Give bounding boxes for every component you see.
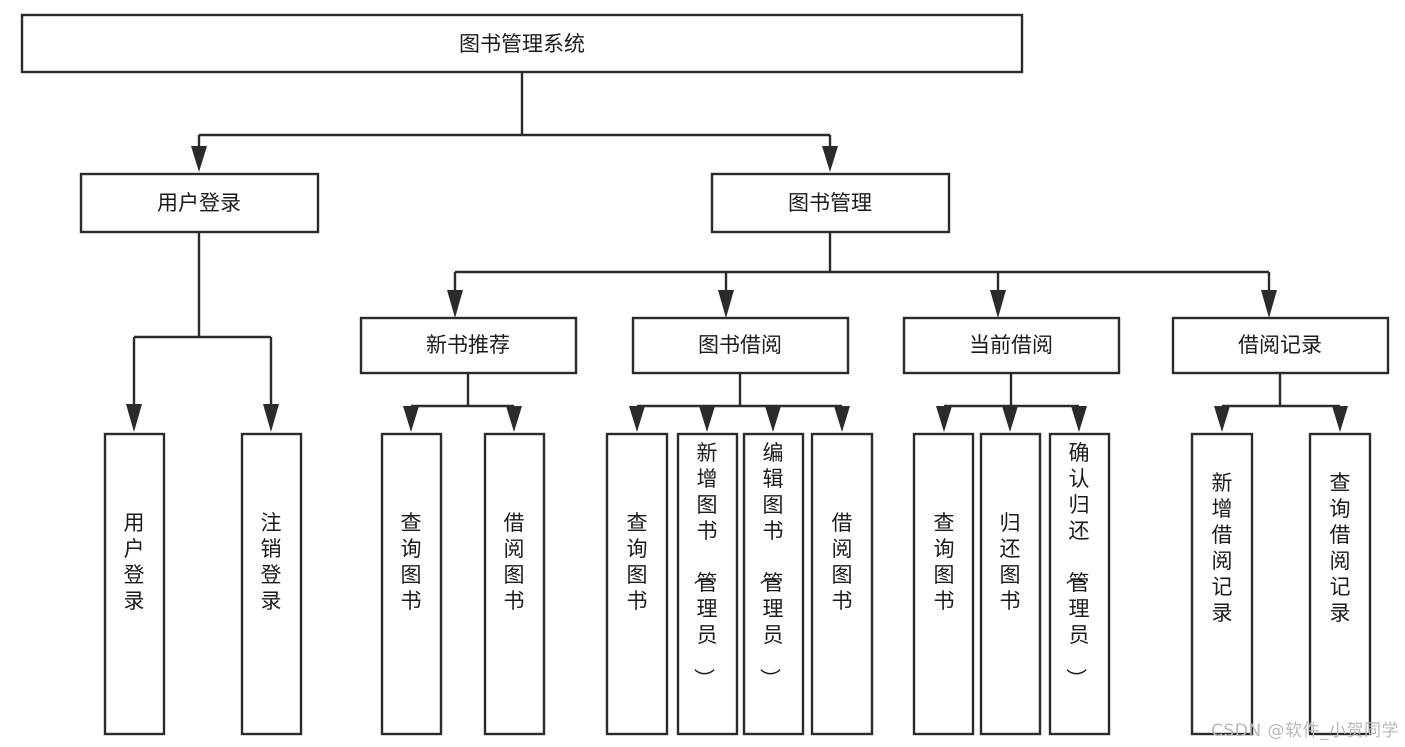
node-leaf-nb-query-label: 查询图书 (401, 511, 422, 613)
node-root-label: 图书管理系统 (459, 32, 585, 56)
node-leaf-user-login[interactable]: 用户登录 (103, 432, 166, 736)
arrow-head-leaf-bw-edit (765, 406, 781, 432)
node-leaf-bw-add[interactable]: 新增图书（管理员） (676, 432, 739, 736)
connector-group-records-to-leaves (1214, 373, 1348, 432)
node-borrow-label: 图书借阅 (698, 333, 782, 357)
arrow-head-leaf-bw-query (629, 406, 645, 432)
node-borrow-box[interactable] (631, 316, 850, 375)
node-records-label: 借阅记录 (1238, 333, 1322, 357)
node-login[interactable]: 用户登录 (79, 172, 320, 234)
node-records-box[interactable] (1171, 316, 1390, 375)
arrow-head-leaf-bw-borrow (834, 406, 850, 432)
node-leaf-cu-confirm[interactable]: 确认归还（管理员） (1048, 432, 1111, 736)
connector-group-current-to-leaves (936, 373, 1087, 432)
arrow-head-leaf-bw-add (699, 406, 715, 432)
node-bookmgmt[interactable]: 图书管理 (710, 172, 951, 234)
node-leaf-rc-query-box[interactable] (1308, 432, 1372, 736)
arrow-head-records (1261, 290, 1277, 318)
node-borrow[interactable]: 图书借阅 (631, 316, 850, 375)
node-leaf-bw-query-label: 查询图书 (627, 511, 648, 613)
node-leaf-cu-query-label: 查询图书 (934, 511, 955, 613)
node-leaf-user-logout-label: 注销登录 (261, 511, 282, 613)
node-root[interactable]: 图书管理系统 (20, 13, 1024, 74)
node-bookmgmt-box[interactable] (710, 172, 951, 234)
node-leaf-nb-query[interactable]: 查询图书 (380, 432, 443, 736)
node-leaf-nb-query-box[interactable] (380, 432, 443, 736)
node-leaf-bw-edit[interactable]: 编辑图书（管理员） (742, 432, 805, 736)
node-bookmgmt-label: 图书管理 (788, 191, 872, 215)
arrow-head-current (990, 290, 1006, 318)
connector-group-root-to-level2 (191, 72, 838, 172)
node-leaf-user-login-box[interactable] (103, 432, 166, 736)
arrow-head-login (191, 146, 207, 172)
node-current-label: 当前借阅 (969, 333, 1053, 357)
node-leaf-rc-query[interactable]: 查询借阅记录 (1308, 432, 1372, 736)
node-leaf-bw-edit-box[interactable] (742, 432, 805, 736)
node-leaf-bw-borrow-label: 借阅图书 (832, 511, 853, 613)
node-leaf-bw-edit-label: 编辑图书（管理员） (758, 441, 784, 689)
node-leaf-nb-borrow-label: 借阅图书 (504, 511, 525, 613)
arrow-head-leaf-rc-query (1332, 406, 1348, 432)
node-leaf-cu-confirm-label: 确认归还（管理员） (1064, 441, 1090, 689)
node-leaf-rc-add-label: 新增借阅记录 (1212, 471, 1233, 625)
node-leaf-cu-query-box[interactable] (912, 432, 975, 736)
connector-group-login-to-leaves (126, 232, 279, 432)
node-leaf-rc-add[interactable]: 新增借阅记录 (1190, 432, 1254, 736)
arrow-head-leaf-cu-query (936, 406, 952, 432)
node-leaf-user-logout[interactable]: 注销登录 (240, 432, 303, 736)
connector-group-newbook-to-leaves (403, 373, 522, 432)
node-newbook[interactable]: 新书推荐 (359, 316, 578, 375)
node-leaf-cu-return-box[interactable] (979, 432, 1042, 736)
node-leaf-bw-query-box[interactable] (605, 432, 669, 736)
node-current[interactable]: 当前借阅 (902, 316, 1121, 375)
node-newbook-label: 新书推荐 (426, 333, 510, 357)
arrow-head-bookmgmt (822, 146, 838, 172)
node-current-box[interactable] (902, 316, 1121, 375)
node-leaf-cu-return-label: 归还图书 (1000, 511, 1021, 613)
node-leaf-bw-add-label: 新增图书（管理员） (692, 441, 718, 689)
node-leaf-rc-query-label: 查询借阅记录 (1330, 471, 1351, 625)
node-login-box[interactable] (79, 172, 320, 234)
arrow-head-leaf-nb-query (403, 406, 419, 432)
node-leaf-user-login-label: 用户登录 (124, 511, 145, 613)
node-leaf-cu-query[interactable]: 查询图书 (912, 432, 975, 736)
arrow-head-leaf-user-logout (263, 404, 279, 432)
arrow-head-borrow (718, 290, 734, 318)
connector-group-bookmgmt-to-level3 (447, 232, 1277, 318)
arrow-head-newbook (447, 290, 463, 318)
node-newbook-box[interactable] (359, 316, 578, 375)
node-leaf-bw-borrow[interactable]: 借阅图书 (810, 432, 874, 736)
arrow-head-leaf-nb-borrow (506, 406, 522, 432)
node-leaf-user-logout-box[interactable] (240, 432, 303, 736)
node-leaf-bw-borrow-box[interactable] (810, 432, 874, 736)
node-records[interactable]: 借阅记录 (1171, 316, 1390, 375)
node-leaf-nb-borrow[interactable]: 借阅图书 (483, 432, 546, 736)
node-leaf-cu-confirm-box[interactable] (1048, 432, 1111, 736)
arrow-head-leaf-cu-return (1002, 406, 1018, 432)
connector-group-borrow-to-leaves (629, 373, 850, 432)
node-leaf-rc-add-box[interactable] (1190, 432, 1254, 736)
node-leaf-nb-borrow-box[interactable] (483, 432, 546, 736)
arrow-head-leaf-user-login (126, 404, 142, 432)
csdn-watermark: CSDN @软件_小贺同学 (1211, 721, 1399, 741)
arrow-head-leaf-cu-confirm (1071, 406, 1087, 432)
node-login-label: 用户登录 (157, 191, 241, 215)
node-leaf-bw-query[interactable]: 查询图书 (605, 432, 669, 736)
node-root-box[interactable] (20, 13, 1024, 74)
node-leaf-cu-return[interactable]: 归还图书 (979, 432, 1042, 736)
arrow-head-leaf-rc-add (1214, 406, 1230, 432)
node-leaf-bw-add-box[interactable] (676, 432, 739, 736)
